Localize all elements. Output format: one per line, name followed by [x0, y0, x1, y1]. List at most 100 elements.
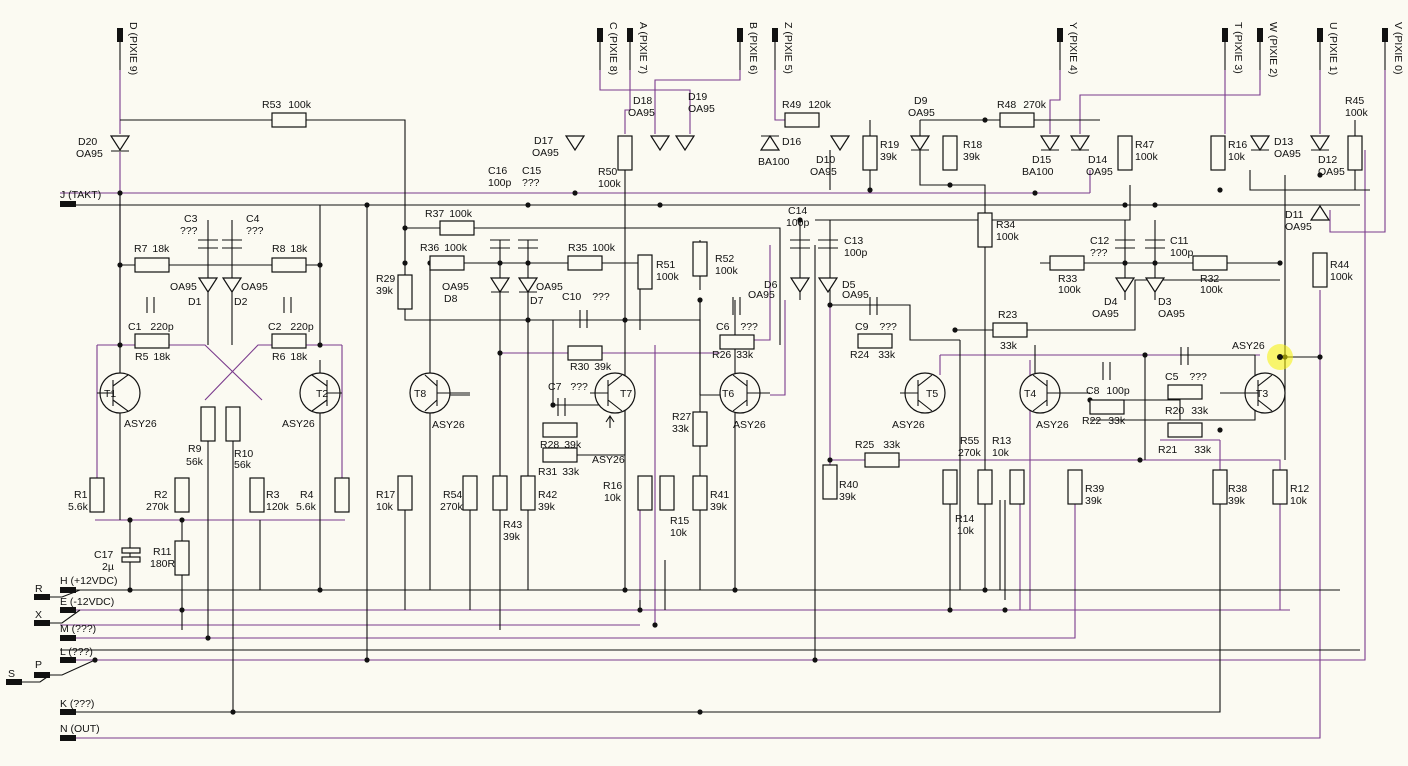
capacitor-name: C3 — [184, 213, 198, 225]
resistor-value: 5.6k — [296, 501, 317, 513]
svg-text:R36 100k: R36 100k — [420, 242, 468, 254]
capacitor-name: C16 — [488, 165, 507, 177]
pin-m-terminal[interactable] — [60, 635, 76, 641]
resistor-name: R26 — [712, 349, 731, 361]
pin-w-terminal[interactable] — [1257, 28, 1263, 42]
diode-value: OA95 — [842, 289, 869, 301]
resistor-value: 10k — [376, 501, 394, 513]
pin-z-terminal[interactable] — [772, 28, 778, 42]
resistor-name: R12 — [1290, 483, 1309, 495]
pin-d-terminal[interactable] — [117, 28, 123, 42]
resistor-R38: R38 39k — [1212, 469, 1247, 507]
svg-text:R48 270k: R48 270k — [997, 99, 1047, 111]
capacitor-C7: C7 ??? — [548, 381, 588, 416]
diode-value: OA95 — [1318, 166, 1345, 178]
pin-k-terminal[interactable] — [60, 709, 76, 715]
svg-text:R21 33k: R21 33k — [1158, 444, 1212, 456]
transistor-T8: T8 ASY26 — [409, 372, 470, 431]
resistor-R32: R32 100k — [1192, 255, 1228, 296]
pin-u-terminal[interactable] — [1317, 28, 1323, 42]
resistor-R45: R45 100k — [1345, 95, 1369, 171]
resistor-R54: R54 270k — [440, 475, 478, 513]
resistor-name: R50 — [598, 166, 617, 178]
pin-e-terminal[interactable] — [60, 607, 76, 613]
resistor-R55: R55 270k — [942, 435, 982, 505]
resistor-R35: R35 100k — [567, 242, 616, 271]
resistor-value: 56k — [186, 456, 204, 468]
pin-j-terminal[interactable] — [60, 201, 76, 207]
resistor-value: 10k — [992, 447, 1010, 459]
diode-value: OA95 — [628, 107, 655, 119]
pin-h-terminal[interactable] — [60, 587, 76, 593]
resistor-name: R27 — [672, 411, 691, 423]
resistor-R28: R28 39k — [540, 422, 582, 451]
resistor-value: 270k — [440, 501, 464, 513]
transistor-T3: T3 ASY26 — [1220, 340, 1286, 414]
diode-value: OA95 — [1158, 308, 1185, 320]
svg-text:R8 18k: R8 18k — [272, 243, 308, 255]
resistor-name: R39 — [1085, 483, 1104, 495]
resistor-value: 270k — [958, 447, 982, 459]
pin-r-terminal[interactable] — [34, 594, 50, 600]
resistor-R4: R4 5.6k — [296, 477, 350, 513]
resistor-name: R47 — [1135, 139, 1154, 151]
capacitor-value: 100p — [786, 217, 810, 229]
capacitor-C4: C4 ??? — [222, 213, 264, 249]
pin-v-terminal[interactable] — [1382, 28, 1388, 42]
pin-s-terminal[interactable] — [6, 679, 22, 685]
transistor-name: T7 — [620, 388, 632, 400]
resistor-value: 100k — [715, 265, 739, 277]
diode-name: D19 — [688, 91, 707, 103]
resistor-name: R37 — [425, 208, 444, 220]
pin-m-label: M (???) — [60, 623, 96, 635]
resistor-value: 39k — [963, 151, 981, 163]
diode-name: D9 — [914, 95, 928, 107]
resistor-R24: R24 33k — [850, 333, 896, 361]
top-pin-labels: D (PIXIE 9) C (PIXIE 8) A (PIXIE 7) B (P… — [127, 22, 1404, 77]
transistor-name: T4 — [1024, 388, 1036, 400]
purple-wires — [60, 70, 1386, 739]
resistor-value: 120k — [266, 501, 290, 513]
diode-name: D7 — [530, 295, 544, 307]
pin-d-label: D (PIXIE 9) — [127, 22, 139, 75]
pin-x-label: X — [35, 609, 42, 621]
diode-name: D1 — [188, 296, 202, 308]
capacitor-name: C12 — [1090, 235, 1109, 247]
diode-value: OA95 — [810, 166, 837, 178]
resistor-value: 18k — [290, 351, 308, 363]
svg-text:R30 39k: R30 39k — [570, 361, 612, 373]
pin-c-terminal[interactable] — [597, 28, 603, 42]
resistor-R6: R6 18k — [271, 333, 308, 363]
diode-name: D8 — [444, 293, 458, 305]
resistor-R42: R42 39k — [520, 475, 557, 513]
resistor-name: R4 — [300, 489, 314, 501]
resistor-name: R55 — [960, 435, 979, 447]
capacitors: C3 ??? C4 ??? C1 220p C2 220p C17 2µ C16… — [94, 165, 1207, 573]
diode-value: OA95 — [532, 147, 559, 159]
resistor-value: 56k — [234, 459, 252, 471]
resistor-R41: R41 39k — [692, 475, 729, 513]
resistor-value: 270k — [146, 501, 170, 513]
pin-a-terminal[interactable] — [627, 28, 633, 42]
pin-y-terminal[interactable] — [1057, 28, 1063, 42]
pin-t-terminal[interactable] — [1222, 28, 1228, 42]
pin-n-terminal[interactable] — [60, 735, 76, 741]
diode-value: OA95 — [170, 281, 197, 293]
transistor-name: T2 — [316, 388, 328, 400]
resistor-name: R22 — [1082, 415, 1101, 427]
transistor-value: ASY26 — [592, 454, 625, 466]
capacitor-C9: C9 ??? — [855, 297, 897, 333]
pin-p-terminal[interactable] — [34, 672, 50, 678]
pin-l-terminal[interactable] — [60, 657, 76, 663]
pin-b-terminal[interactable] — [737, 28, 743, 42]
pin-r-label: R — [35, 583, 43, 595]
resistor-value: 270k — [1023, 99, 1047, 111]
pin-z-label: Z (PIXIE 5) — [782, 22, 794, 74]
left-pin-terminals — [6, 201, 96, 741]
pin-x-terminal[interactable] — [34, 620, 50, 626]
svg-text:R35 100k: R35 100k — [568, 242, 616, 254]
diode-name: D14 — [1088, 154, 1107, 166]
diode-name: D5 — [842, 279, 856, 291]
resistor-name: R24 — [850, 349, 869, 361]
